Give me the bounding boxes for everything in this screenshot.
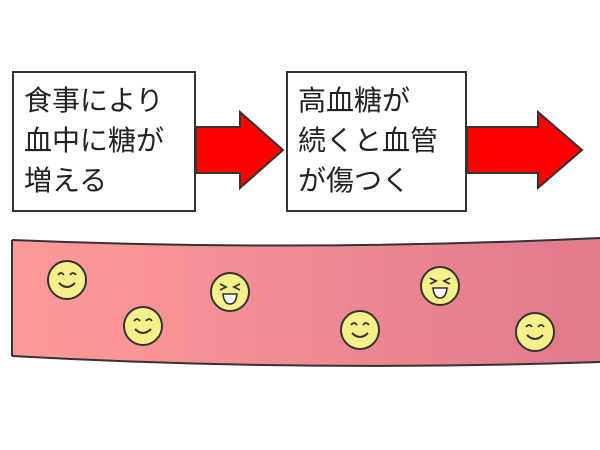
step-2-line-1: 高血糖が [298,84,411,117]
step-1-line-2: 血中に糖が [24,124,165,157]
arrow-right-1 [195,109,285,191]
step-2-line-2: 続くと血管 [298,124,439,157]
blood-vessel-bottom-wall [11,355,600,367]
step-box-2: 高血糖が 続くと血管 が傷つく [286,71,467,212]
step-box-1: 食事により 血中に糖が 増える [12,71,196,212]
blood-vessel-top-wall [11,237,600,247]
glucose-face-icon [340,310,380,350]
arrow-right-2 [466,109,584,191]
glucose-face-icon [515,312,555,352]
glucose-face-icon [47,260,87,300]
blood-vessel [12,238,600,366]
glucose-face-icon [123,306,163,346]
step-1-line-3: 増える [24,164,108,197]
glucose-laughing-face-icon [210,272,250,312]
glucose-laughing-face-icon [420,266,460,306]
step-2-line-3: が傷つく [298,164,411,197]
step-1-line-1: 食事により [24,84,164,117]
